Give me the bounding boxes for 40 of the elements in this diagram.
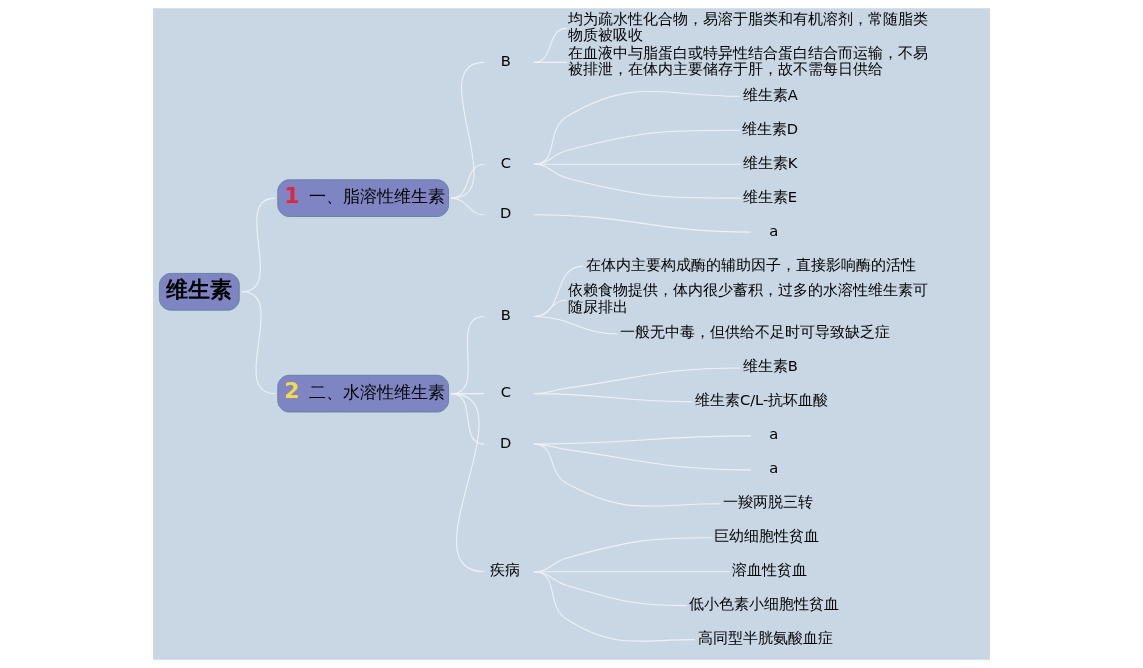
node-text: 维生素B: [742, 357, 798, 375]
connector: [533, 27, 568, 63]
node-text: 溶血性贫血: [731, 561, 807, 579]
node-text: 在体内主要构成酶的辅助因子，直接影响酶的活性: [585, 255, 916, 273]
node-text: 在血液中与脂蛋白或特异性结合蛋白结合而运输，不易被排泄，在体内主要储存于肝，故不需每日供给: [568, 43, 929, 78]
node-text: 均为疏水性化合物，易溶于脂类和有机溶剂，常随脂类物质被吸收: [568, 9, 929, 44]
connector: [533, 90, 741, 165]
connector: [241, 291, 276, 395]
node-text: 低小色素小细胞性贫血: [688, 595, 839, 613]
connector: [533, 571, 696, 642]
node-text: 维生素C/L-抗坏血酸: [694, 391, 829, 409]
connector: [533, 61, 568, 63]
node-text: D: [499, 433, 512, 451]
node-text: a: [769, 221, 779, 239]
node-text: D: [499, 204, 512, 222]
node-text: 巨幼细胞性贫血: [714, 527, 820, 545]
node-text: B: [500, 51, 511, 69]
connector: [450, 163, 485, 199]
node-text: 一羧两脱三转: [723, 493, 814, 511]
node-text: 维生素D: [741, 119, 799, 137]
node-text: 疾病: [489, 561, 520, 579]
node-text: 维生素K: [742, 153, 798, 171]
connector: [533, 435, 752, 445]
node-text: a: [769, 425, 779, 443]
node-text: 维生素A: [742, 85, 798, 103]
node-text: 高同型半胱氨酸血症: [697, 629, 833, 647]
connector: [533, 316, 619, 335]
node-text: C: [500, 153, 512, 171]
node-text: C: [500, 383, 512, 401]
node-text: 维生素E: [742, 187, 797, 205]
connector: [533, 393, 693, 403]
connector: [450, 61, 485, 199]
node-text: a: [769, 459, 779, 477]
node-text: B: [500, 306, 511, 324]
connector: [533, 214, 752, 233]
node-text: 一般无中毒，但供给不足时可导致缺乏症: [619, 323, 890, 341]
connector: [533, 129, 741, 165]
connector: [450, 393, 485, 445]
node-text: 依赖食物提供，体内很少蓄积，过多的水溶性维生素可随尿排出: [568, 281, 929, 315]
connector: [450, 393, 485, 573]
